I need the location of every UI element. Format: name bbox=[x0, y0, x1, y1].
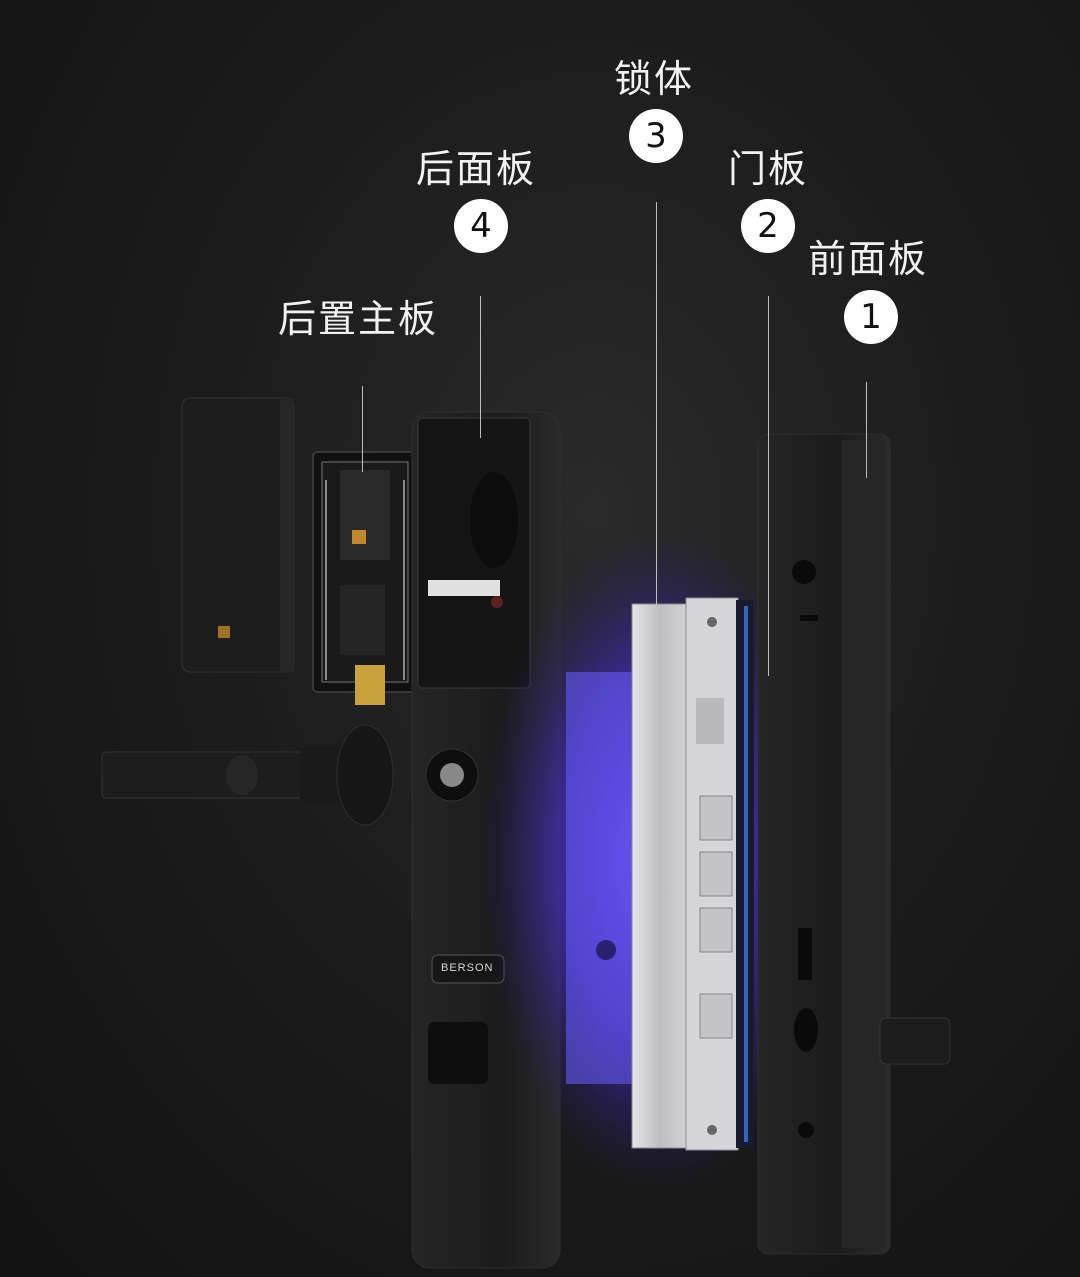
rear-main-board bbox=[312, 451, 418, 705]
battery-cover bbox=[181, 397, 295, 673]
label-rear-main-board: 后置主板 bbox=[278, 297, 439, 341]
door-panel bbox=[736, 600, 754, 1148]
badge-front-panel: 1 bbox=[844, 290, 898, 344]
label-front-panel: 前面板 bbox=[808, 237, 929, 281]
brand-plate-text: BERSON bbox=[441, 962, 494, 974]
leader-line-front-panel bbox=[866, 382, 867, 478]
leader-line-rear-main-board bbox=[362, 386, 363, 472]
leader-line-door-panel bbox=[768, 296, 769, 676]
badge-lock-body: 3 bbox=[629, 109, 683, 163]
handle bbox=[101, 724, 394, 826]
lock-body bbox=[566, 597, 739, 1151]
label-lock-body: 锁体 bbox=[614, 57, 695, 101]
leader-line-rear-panel bbox=[480, 296, 481, 438]
badge-door-panel: 2 bbox=[741, 199, 795, 253]
label-door-panel: 门板 bbox=[728, 147, 809, 191]
label-rear-panel: 后面板 bbox=[416, 147, 537, 191]
front-panel bbox=[757, 433, 951, 1255]
badge-rear-panel: 4 bbox=[454, 199, 508, 253]
leader-line-lock-body bbox=[656, 202, 657, 608]
